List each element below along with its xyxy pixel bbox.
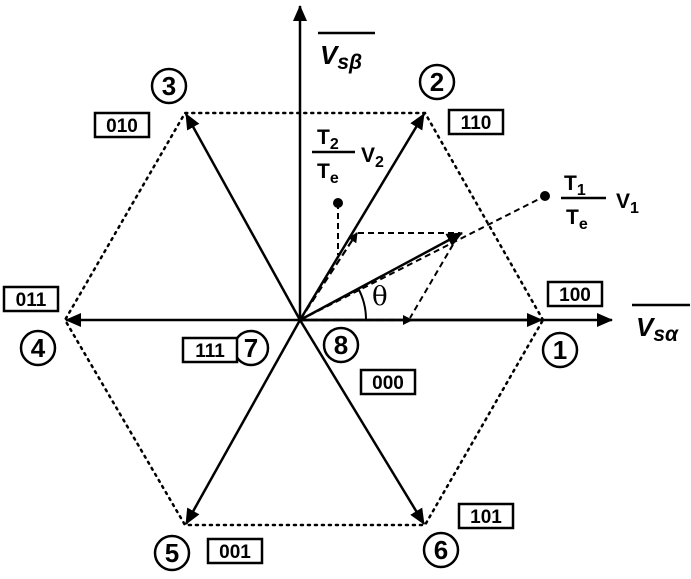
vector-8-badge: 8 xyxy=(322,326,360,364)
code-box-011: 011 xyxy=(2,285,60,313)
beta-axis-label: Vsβ xyxy=(318,31,375,74)
svg-text:3: 3 xyxy=(162,71,176,101)
svg-text:8: 8 xyxy=(334,330,348,360)
svg-text:Vsα: Vsα xyxy=(636,312,679,346)
vector-3-arrow xyxy=(184,113,302,321)
svg-text:100: 100 xyxy=(559,285,591,306)
svg-text:T2: T2 xyxy=(317,126,339,153)
svg-text:6: 6 xyxy=(434,535,448,565)
svg-text:5: 5 xyxy=(165,538,179,568)
svg-text:2: 2 xyxy=(430,67,444,97)
theta-arc xyxy=(357,287,368,321)
v2-component-endpoint xyxy=(333,198,343,208)
vector-4-badge: 4 xyxy=(19,329,57,367)
alpha-axis-main: V xyxy=(636,312,656,342)
construction-lines xyxy=(299,195,546,321)
v1-component-endpoint xyxy=(540,191,550,201)
svg-text:1: 1 xyxy=(553,335,567,365)
fraction-t2-te-v2: T2 Te V2 xyxy=(312,126,384,187)
svg-text:110: 110 xyxy=(461,113,492,134)
alpha-axis-label: Vsα xyxy=(632,303,690,346)
code-box-101: 101 xyxy=(457,502,515,530)
beta-axis-sub: sβ xyxy=(337,51,362,74)
v2-component-arrow xyxy=(299,232,358,321)
vector-2-badge: 2 xyxy=(418,63,456,101)
code-box-000: 000 xyxy=(359,368,417,396)
code-box-111: 111 xyxy=(181,336,239,364)
fraction-t1-te-v1: T1 Te V1 xyxy=(561,172,639,233)
svg-text:Vsβ: Vsβ xyxy=(320,40,362,74)
svg-text:111: 111 xyxy=(195,341,225,362)
vector-2-arrow xyxy=(298,113,426,321)
vector-3-badge: 3 xyxy=(150,67,188,105)
svg-text:4: 4 xyxy=(31,333,46,363)
vector-5-badge: 5 xyxy=(153,534,191,572)
svg-text:000: 000 xyxy=(372,373,404,394)
svg-text:T1: T1 xyxy=(564,172,586,199)
code-box-100: 100 xyxy=(546,280,604,308)
code-box-010: 010 xyxy=(93,111,151,139)
svg-text:V1: V1 xyxy=(616,190,639,217)
svg-text:Te: Te xyxy=(317,160,339,187)
svg-text:7: 7 xyxy=(244,333,258,363)
hexagon-outline xyxy=(63,111,545,527)
code-box-110: 110 xyxy=(447,108,505,136)
beta-axis-main: V xyxy=(320,40,340,70)
svg-text:V2: V2 xyxy=(361,144,384,171)
vector-5-arrow xyxy=(184,319,302,525)
theta-label: θ xyxy=(372,282,388,312)
vector-6-arrow xyxy=(298,319,426,525)
svg-text:001: 001 xyxy=(219,542,251,563)
vector-7-badge: 7 xyxy=(232,329,270,367)
svg-text:Te: Te xyxy=(566,206,588,233)
svg-text:010: 010 xyxy=(106,116,138,137)
code-box-001: 001 xyxy=(206,537,264,565)
vector-6-badge: 6 xyxy=(422,531,460,569)
alpha-axis-sub: sα xyxy=(653,323,679,346)
svg-text:101: 101 xyxy=(470,507,502,528)
svg-text:011: 011 xyxy=(16,290,47,311)
vector-1-badge: 1 xyxy=(541,331,579,369)
